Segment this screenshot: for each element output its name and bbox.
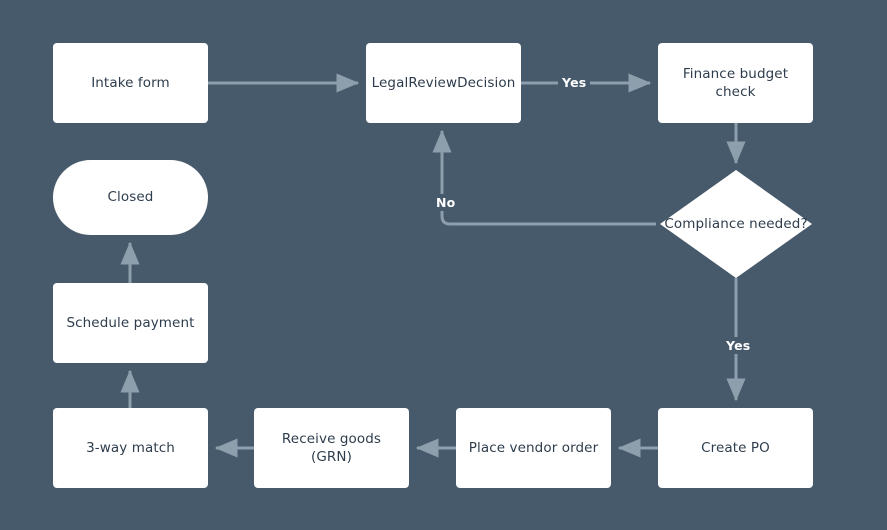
node-label-finance: Finance budget check xyxy=(682,65,789,100)
edge-label-e2: Yes xyxy=(558,74,591,91)
node-label-receive: Receive goods (GRN) xyxy=(281,430,382,465)
node-match[interactable]: 3-way match xyxy=(53,408,208,488)
node-createpo[interactable]: Create PO xyxy=(658,408,813,488)
node-label-match: 3-way match xyxy=(86,439,175,456)
edge-label-e4: No xyxy=(432,194,460,211)
node-label-schedule: Schedule payment xyxy=(66,314,195,331)
node-receive[interactable]: Receive goods (GRN) xyxy=(254,408,409,488)
node-label-compliance: Compliance needed? xyxy=(664,215,808,232)
edge-compliance-to-legal xyxy=(432,129,656,226)
node-compliance[interactable]: Compliance needed? xyxy=(660,170,812,278)
node-legal[interactable]: LegalReviewDecision xyxy=(366,43,521,123)
node-label-closed: Closed xyxy=(107,189,154,206)
node-label-placeorder: Place vendor order xyxy=(468,439,599,456)
node-finance[interactable]: Finance budget check xyxy=(658,43,813,123)
node-intake[interactable]: Intake form xyxy=(53,43,208,123)
node-closed[interactable]: Closed xyxy=(53,160,208,235)
node-label-createpo: Create PO xyxy=(701,439,770,456)
edge-label-e5: Yes xyxy=(722,337,755,354)
node-schedule[interactable]: Schedule payment xyxy=(53,283,208,363)
node-label-intake: Intake form xyxy=(91,74,170,91)
node-placeorder[interactable]: Place vendor order xyxy=(456,408,611,488)
node-label-legal: LegalReviewDecision xyxy=(371,74,516,91)
